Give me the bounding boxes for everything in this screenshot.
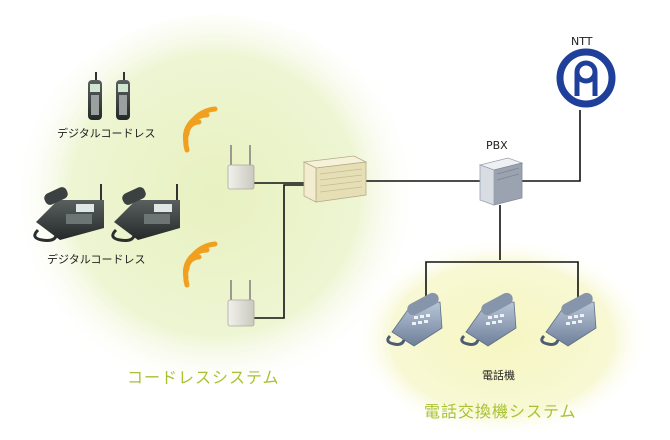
cordless-system-label: コードレスシステム	[127, 368, 280, 387]
office-telephone-1	[386, 292, 443, 347]
cordless-handset-2	[116, 72, 130, 120]
access-point-lower	[227, 280, 255, 327]
cordless-handsets-label: デジタルコードレス	[57, 127, 156, 140]
cordless-handset-1	[88, 72, 102, 120]
cordless-desk-phone-1	[33, 184, 104, 242]
pbx-unit	[478, 157, 524, 206]
office-telephone-2	[460, 292, 517, 347]
pbx-label: PBX	[486, 139, 508, 152]
signal-waves-upper	[182, 106, 218, 153]
cordless-system-zone	[10, 15, 420, 415]
connection-lines	[252, 110, 581, 319]
cordless-desk-phones-label: デジタルコードレス	[47, 253, 146, 266]
cordless-controller	[302, 155, 368, 203]
signal-waves-lower	[182, 241, 218, 288]
access-point-upper	[227, 145, 255, 190]
office-telephone-3	[540, 292, 597, 347]
telephones-label: 電話機	[482, 369, 515, 382]
cordless-desk-phone-2	[111, 184, 180, 242]
ntt-label: NTT	[571, 35, 593, 48]
ntt-logo	[556, 48, 616, 108]
pbx-system-zone	[354, 238, 650, 438]
pbx-system-label: 電話交換機システム	[424, 402, 577, 421]
